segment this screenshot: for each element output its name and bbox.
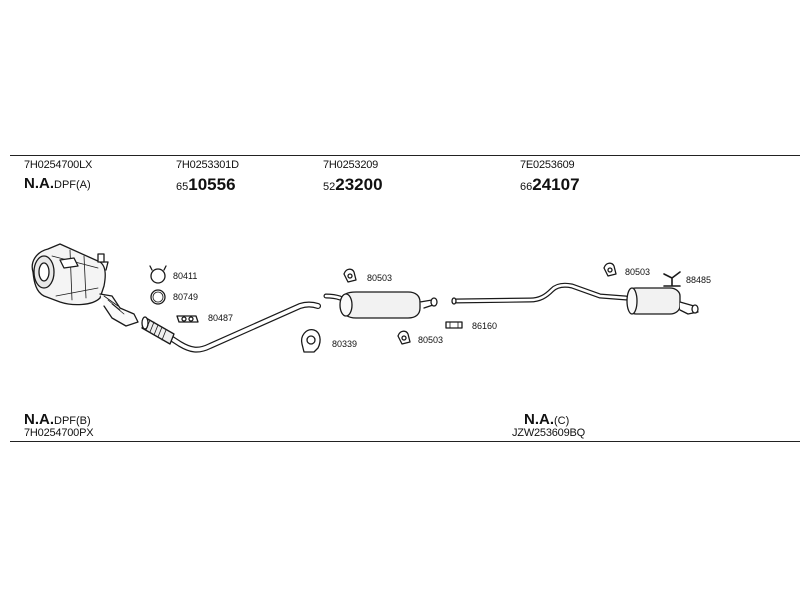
dpf-filter-drawing bbox=[31, 243, 139, 327]
na-label: N.A. bbox=[24, 175, 54, 192]
clamp-80411-drawing bbox=[149, 265, 167, 284]
label-80411: 80411 bbox=[173, 271, 198, 281]
variant-c-label: N.A.(C) bbox=[524, 412, 569, 428]
part-number-middle-silencer: 5223200 bbox=[323, 176, 383, 194]
label-80339: 80339 bbox=[332, 339, 358, 349]
gasket-80487-drawing bbox=[176, 315, 199, 323]
front-pipe-drawing bbox=[141, 301, 321, 353]
clamp-80339-drawing bbox=[300, 329, 321, 353]
hanger-80503-rear-drawing bbox=[603, 262, 617, 277]
part-main: 23200 bbox=[335, 175, 383, 194]
top-divider bbox=[10, 155, 800, 156]
oe-number-dpf-a: 7H0254700LX bbox=[24, 159, 93, 171]
hanger-80503-front-drawing bbox=[343, 268, 357, 283]
oe-number-dpf-b: 7H0254700PX bbox=[24, 427, 94, 439]
oe-number-rear-silencer: 7E0253609 bbox=[520, 159, 575, 171]
dpf-a-label: N.A.DPF(A) bbox=[24, 176, 91, 192]
bracket-88485-drawing bbox=[663, 271, 681, 287]
label-86160: 86160 bbox=[472, 321, 498, 331]
na-label: N.A. bbox=[24, 411, 54, 428]
middle-silencer-drawing bbox=[323, 291, 438, 319]
part-number-front-pipe: 6510556 bbox=[176, 176, 236, 194]
label-80487: 80487 bbox=[208, 313, 234, 323]
na-suffix: DPF(A) bbox=[54, 179, 91, 191]
part-main: 10556 bbox=[188, 175, 236, 194]
na-suffix: (C) bbox=[554, 415, 570, 427]
part-number-rear-silencer: 6624107 bbox=[520, 176, 580, 194]
oe-number-middle-silencer: 7H0253209 bbox=[323, 159, 379, 171]
part-prefix: 66 bbox=[520, 181, 533, 193]
part-prefix: 65 bbox=[176, 181, 189, 193]
hanger-80503-mid-drawing bbox=[397, 330, 411, 345]
oe-number-front-pipe: 7H0253301D bbox=[176, 159, 239, 171]
rear-silencer-drawing bbox=[626, 287, 699, 315]
intermediate-pipe-drawing bbox=[451, 282, 629, 305]
label-80503-front: 80503 bbox=[367, 273, 393, 283]
label-80503-rear: 80503 bbox=[625, 267, 651, 277]
label-80749: 80749 bbox=[173, 292, 199, 302]
na-label: N.A. bbox=[524, 411, 554, 428]
oe-number-variant-c: JZW253609BQ bbox=[512, 427, 586, 439]
label-88485: 88485 bbox=[686, 275, 712, 285]
part-prefix: 52 bbox=[323, 181, 336, 193]
label-80503-mid: 80503 bbox=[418, 335, 444, 345]
bottom-divider bbox=[10, 441, 800, 442]
na-suffix: DPF(B) bbox=[54, 415, 91, 427]
part-main: 24107 bbox=[532, 175, 580, 194]
clip-86160-drawing bbox=[445, 321, 463, 329]
dpf-b-label: N.A.DPF(B) bbox=[24, 412, 91, 428]
ring-80749-drawing bbox=[150, 289, 166, 305]
